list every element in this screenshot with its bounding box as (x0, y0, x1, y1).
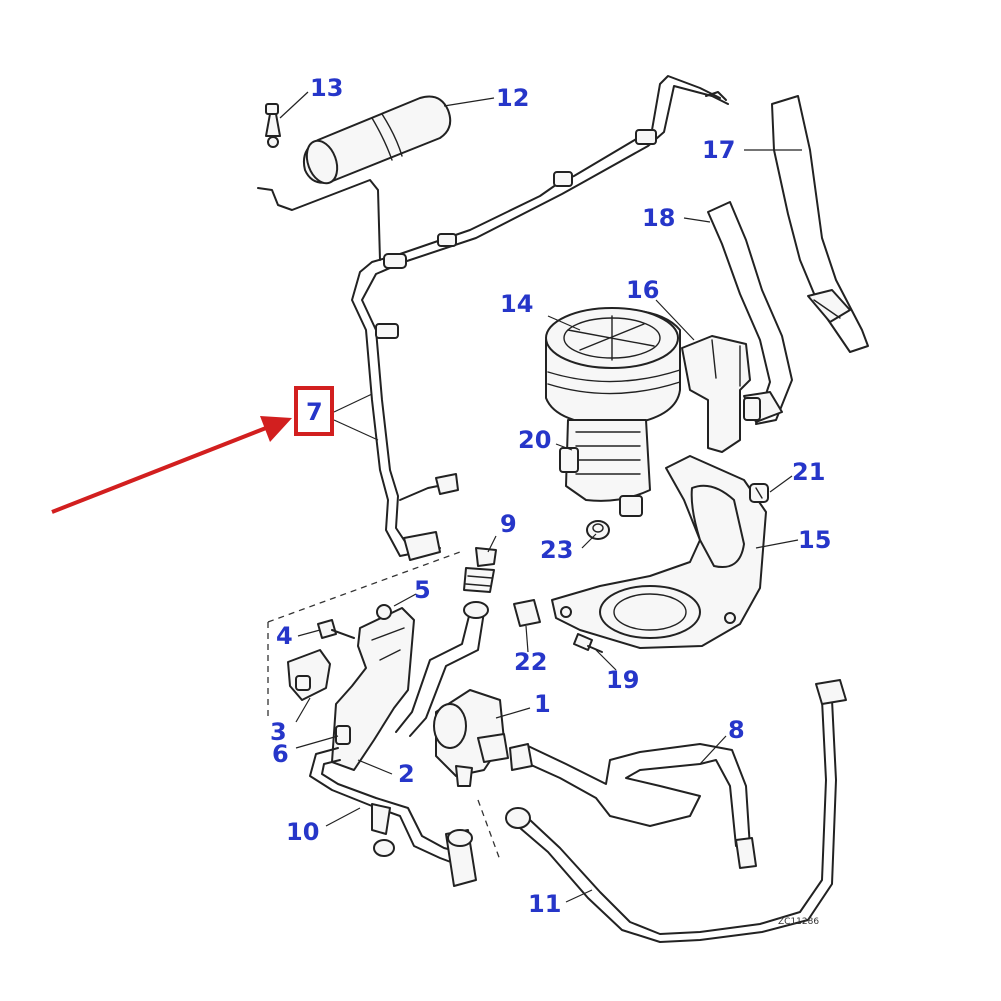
callout-19: 19 (606, 666, 639, 694)
callout-17: 17 (702, 136, 735, 164)
pipe-9-to-1 (395, 601, 489, 737)
leader-lines (279, 91, 802, 903)
reference-code: ZC11286 (778, 917, 819, 927)
callout-18: 18 (642, 204, 675, 232)
callout-5: 5 (414, 576, 431, 604)
valve-1 (433, 689, 509, 787)
callout-6: 6 (272, 740, 289, 768)
highlight-marker (51, 386, 334, 514)
mounting-bracket-15 (551, 455, 767, 649)
callout-22: 22 (514, 648, 547, 676)
bolt-19 (573, 633, 603, 653)
callout-9: 9 (500, 510, 517, 538)
callout-21: 21 (792, 458, 825, 486)
callout-4: 4 (276, 622, 293, 650)
callout-12: 12 (496, 84, 529, 112)
large-hose-17 (771, 95, 869, 353)
assembly-outline (267, 551, 501, 861)
bracket-16 (681, 335, 761, 453)
callout-8: 8 (728, 716, 745, 744)
hose-8 (509, 743, 757, 869)
hose-line-7 (351, 75, 729, 561)
callout-2: 2 (398, 760, 415, 788)
callout-10: 10 (286, 818, 319, 846)
pipe-11 (505, 679, 847, 943)
valve-3 (287, 649, 331, 701)
fastener-13 (265, 103, 281, 148)
pump-motor-20 (559, 419, 651, 517)
bolt-6 (335, 725, 351, 745)
callout-23: 23 (540, 536, 573, 564)
callout-3: 3 (270, 718, 287, 746)
highlight-arrow (51, 426, 267, 514)
callouts: 1 2 3 4 5 6 7 8 9 10 11 12 13 14 15 16 1… (270, 74, 831, 918)
air-pump-14 (545, 307, 681, 427)
connector-9 (463, 547, 497, 593)
callout-13: 13 (310, 74, 343, 102)
grommet-23 (586, 520, 610, 540)
callout-20: 20 (518, 426, 551, 454)
bolt-4 (317, 619, 355, 639)
callout-11: 11 (528, 890, 561, 918)
bolt-21 (749, 483, 769, 503)
highlight-box (294, 386, 334, 436)
clip-22 (513, 599, 541, 627)
pipe-10 (309, 747, 477, 887)
bracket-2 (331, 604, 415, 771)
highlight-arrowhead (260, 416, 292, 442)
callout-16: 16 (626, 276, 659, 304)
canister-12 (257, 95, 452, 261)
callout-1: 1 (534, 690, 551, 718)
callout-7: 7 (306, 398, 323, 426)
callout-15: 15 (798, 526, 831, 554)
callout-14: 14 (500, 290, 533, 318)
